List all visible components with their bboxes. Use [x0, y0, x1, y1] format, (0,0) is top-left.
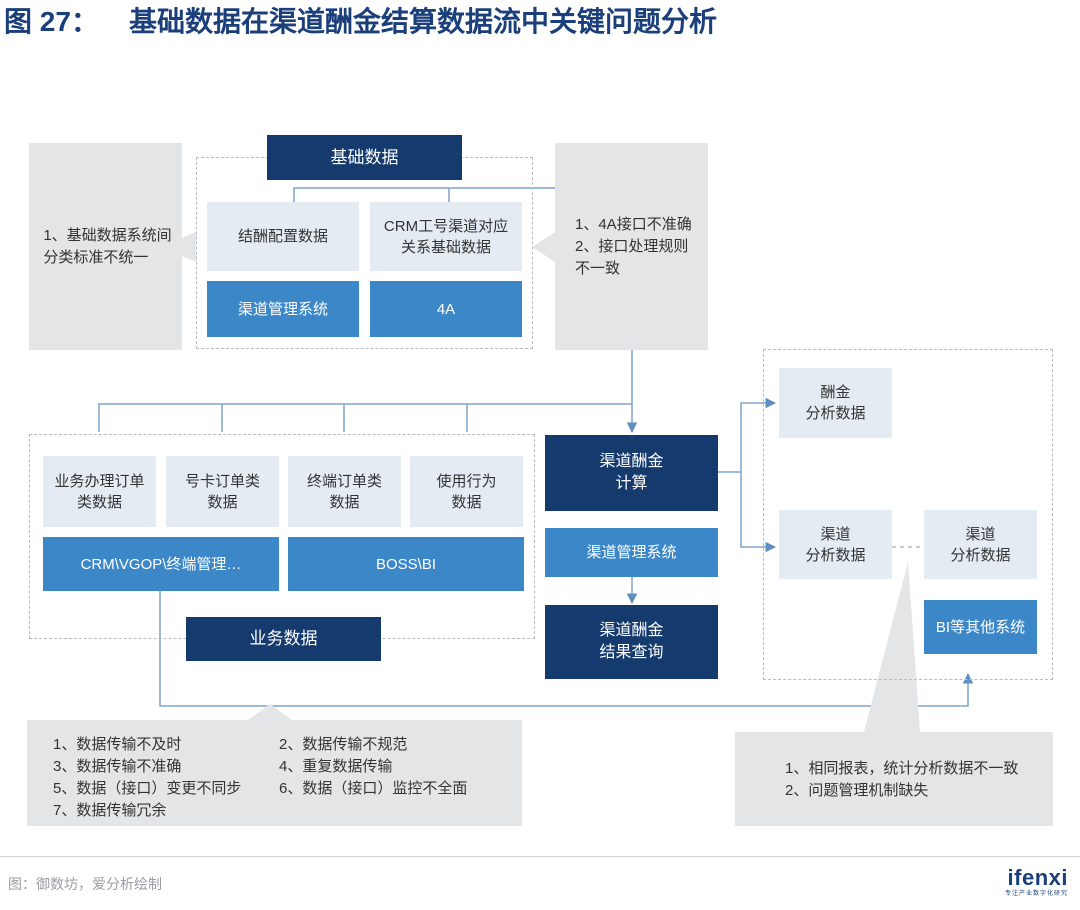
business-issue: 2、数据传输不规范: [279, 736, 408, 753]
figure-number: 图 27：: [4, 6, 99, 37]
calc-to-reward-arrow: [718, 397, 777, 473]
channel-mgmt-system: 渠道管理系统: [545, 528, 718, 577]
ifenxi-logo: ifenxi 专注产业数字化研究: [1005, 866, 1068, 898]
business-issue: 3、数据传输不准确: [53, 758, 182, 775]
channel-reward-query: 渠道酬金 结果查询: [545, 605, 718, 679]
source-note: 图：御数坊，爱分析绘制: [8, 876, 162, 892]
base-issue-left-callout: 1、基础数据系统间 分类标准不统一: [29, 143, 182, 350]
bi-other-systems: BI等其他系统: [924, 600, 1037, 654]
right-callout-pointer: [532, 232, 555, 262]
figure-title-text: 基础数据在渠道酬金结算数据流中关键问题分析: [128, 6, 717, 37]
business-issue: 4、重复数据传输: [279, 758, 393, 775]
business-issue: 5、数据（接口）变更不同步: [53, 780, 242, 797]
base-data-header: 基础数据: [267, 135, 462, 180]
base-item-reward-config: 结酬配置数据: [207, 202, 359, 271]
logo-wordmark: ifenxi: [1007, 865, 1068, 890]
base-system-channel-mgmt: 渠道管理系统: [207, 281, 359, 337]
feedback-arrow: [159, 590, 974, 707]
business-branch-line: [98, 403, 632, 432]
channel-analysis-data: 渠道 分析数据: [779, 510, 892, 579]
analysis-issues-callout: 1、相同报表，统计分析数据不一致 2、问题管理机制缺失: [735, 732, 1053, 826]
business-item-terminal-orders: 终端订单类 数据: [288, 456, 401, 527]
business-issue: 7、数据传输冗余: [53, 802, 167, 819]
business-data-footer: 业务数据: [186, 617, 381, 661]
footer-divider: [0, 856, 1080, 857]
business-item-sim-orders: 号卡订单类 数据: [166, 456, 279, 527]
base-item-crm-mapping: CRM工号渠道对应 关系基础数据: [370, 202, 522, 271]
reward-analysis-data: 酬金 分析数据: [779, 368, 892, 438]
logo-tagline: 专注产业数字化研究: [1004, 891, 1068, 897]
business-system-crm: CRM\VGOP\终端管理…: [43, 537, 279, 591]
analysis-issue: 2、问题管理机制缺失: [785, 782, 929, 799]
business-item-usage: 使用行为 数据: [410, 456, 523, 527]
business-callout-pointer: [248, 704, 292, 720]
analysis-issue: 1、相同报表，统计分析数据不一致: [785, 760, 1019, 777]
business-item-orders: 业务办理订单 类数据: [43, 456, 156, 527]
figure-title: 图 27： 基础数据在渠道酬金结算数据流中关键问题分析: [4, 0, 717, 40]
business-issue: 6、数据（接口）监控不全面: [279, 780, 468, 797]
base-system-4a: 4A: [370, 281, 522, 337]
analysis-callout-pointer: [864, 562, 920, 732]
business-system-boss: BOSS\BI: [288, 537, 524, 591]
base-to-item1-line: [293, 187, 555, 202]
analysis-region: [763, 349, 1053, 680]
channel-analysis-data-other: 渠道 分析数据: [924, 510, 1037, 579]
base-issue-right-callout: 1、4A接口不准确 2、接口处理规则 不一致: [555, 143, 708, 350]
channel-reward-calc: 渠道酬金 计算: [545, 435, 718, 511]
business-issues-callout: 1、数据传输不及时 2、数据传输不规范 3、数据传输不准确 4、重复数据传输 5…: [27, 720, 522, 826]
business-issue: 1、数据传输不及时: [53, 736, 182, 753]
